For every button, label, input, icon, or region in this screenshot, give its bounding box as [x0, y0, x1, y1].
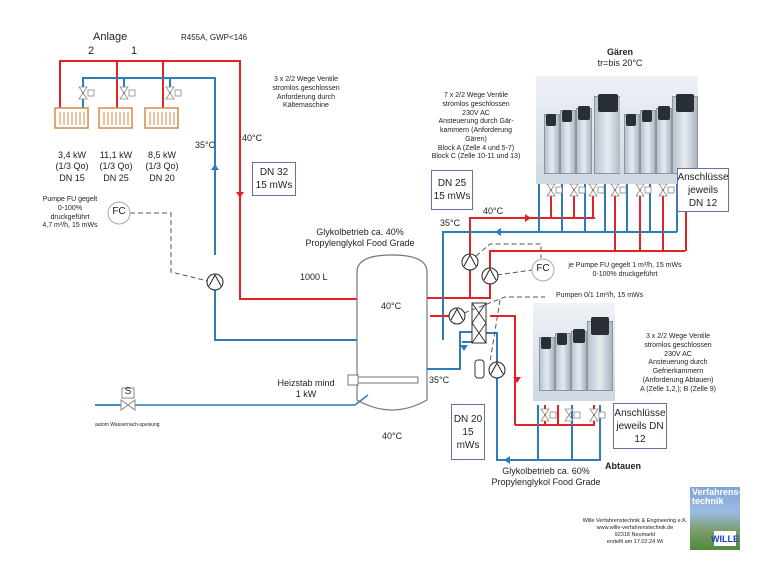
buffer-tank	[347, 254, 428, 411]
solenoid-label: S	[124, 386, 132, 397]
condenser-2-label: 11,1 kW(1/3 Qo)DN 25	[99, 150, 133, 183]
pump-gaeren-2-icon	[481, 267, 499, 285]
temp-40-left: 40°C	[242, 133, 263, 143]
gaeren-chamber-photo-2	[620, 76, 698, 184]
refrigerant-label: R455A, GWP<146	[181, 33, 248, 42]
pumps-01-note: Pumpen 0/1 1m³/h, 15 mWs	[556, 292, 644, 299]
condenser-1-label: 3,4 kW(1/3 Qo)DN 15	[55, 150, 89, 183]
water-feed-note: autom Wassernach-speisung	[95, 422, 160, 428]
pump-abtauen-1-icon	[448, 307, 466, 325]
company-logo: Verfahrens-technik WILLE	[690, 487, 742, 550]
company-footer: Wille Verfahrenstechnik & Engineering e.…	[582, 518, 688, 545]
pump-gaeren-1-icon	[461, 253, 479, 271]
abtauen-chamber-photo	[533, 303, 615, 401]
temp-40-gaeren: 40°C	[483, 206, 504, 216]
fc-left-label: FC	[112, 206, 126, 217]
section-gaeren: Gären	[606, 47, 633, 57]
temp-35-left: 35°C	[195, 140, 216, 150]
valve-3	[165, 86, 182, 100]
cold-gaeren	[442, 180, 678, 340]
glycol-40-note: Glykolbetrieb ca. 40%Propylenglykol Food…	[305, 227, 415, 249]
valve-2	[119, 86, 136, 100]
temp-35-gaeren: 35°C	[440, 218, 461, 228]
gaeren-temp: tr=bis 20°C	[597, 58, 643, 68]
hot-header-left	[59, 60, 345, 300]
circuit-1-label: 1	[131, 45, 138, 57]
temp-tank-top: 40°C	[381, 301, 402, 311]
condenser-3-label: 8,5 kW(1/3 Qo)DN 20	[145, 150, 179, 183]
gaeren-chamber-photo-1	[536, 76, 626, 184]
wille-logo-mark: WILLE	[711, 531, 739, 546]
temp-tank-return: 35°C	[429, 375, 450, 385]
section-abtauen: Abtauen	[605, 461, 641, 471]
cold-abtauen	[462, 332, 601, 461]
temp-tank-bottom: 40°C	[382, 431, 403, 441]
pump-left-icon	[206, 273, 224, 291]
glycol-60-note: Glykolbetrieb ca. 60%Propylenglykol Food…	[491, 466, 601, 488]
expansion-vessel-icon	[474, 359, 485, 379]
tank-volume: 1000 L	[300, 272, 328, 282]
anlage-title: Anlage	[93, 31, 128, 43]
pump-abtauen-2-icon	[488, 361, 506, 379]
circuit-2-label: 2	[88, 45, 95, 57]
fc-right-label: FC	[536, 263, 550, 274]
valve-1	[78, 86, 95, 100]
